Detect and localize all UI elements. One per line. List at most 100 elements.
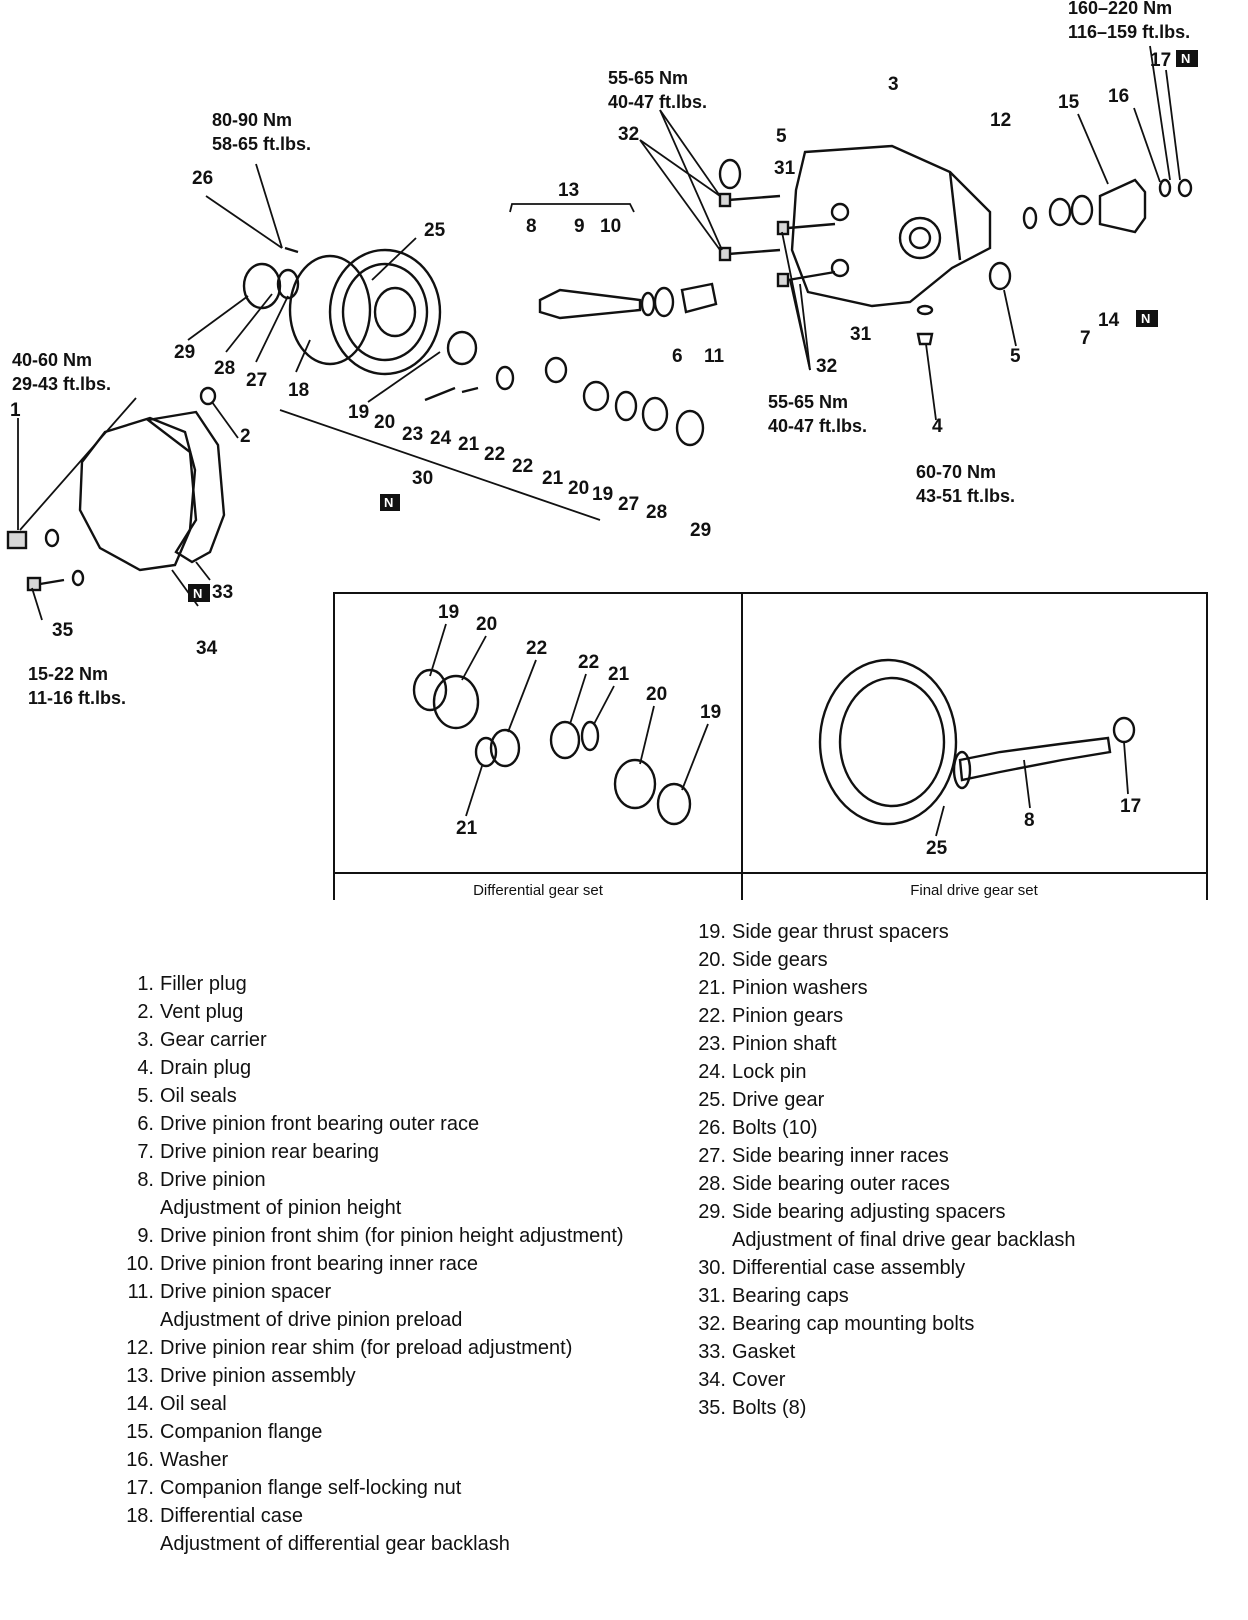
callout-numbers: 1 2 3 4 5 5 6 7 8 9 10 11 12 13 14 15 16… <box>10 50 1171 659</box>
legend-item: 6.Drive pinion front bearing outer race <box>118 1110 588 1138</box>
svg-text:6: 6 <box>672 346 683 367</box>
legend-item: 23.Pinion shaft <box>690 1030 1190 1058</box>
legend-item-text: Adjustment of drive pinion preload <box>160 1309 463 1331</box>
legend-item: Adjustment of drive pinion preload <box>118 1306 588 1334</box>
legend-item-text: Differential case <box>160 1505 304 1527</box>
svg-text:32: 32 <box>618 124 639 145</box>
svg-text:21: 21 <box>542 468 564 489</box>
svg-text:31: 31 <box>850 324 872 345</box>
legend-item-number: 29. <box>698 1201 726 1223</box>
svg-text:30: 30 <box>412 468 433 489</box>
legend-item-text: Drain plug <box>160 1057 252 1079</box>
legend-item: 26.Bolts (10) <box>690 1114 1190 1142</box>
legend-item-text: Lock pin <box>732 1061 807 1083</box>
svg-text:13: 13 <box>558 180 579 201</box>
legend-item-number: 18. <box>126 1505 154 1527</box>
svg-text:16: 16 <box>1108 86 1129 107</box>
drive-pinion <box>538 282 718 320</box>
legend-item-number: 4. <box>137 1057 154 1079</box>
legend-item-text: Pinion shaft <box>732 1033 837 1055</box>
legend-item-text: Differential case assembly <box>732 1257 966 1279</box>
legend-item-number: 7. <box>137 1141 154 1163</box>
svg-text:15-22 Nm: 15-22 Nm <box>28 664 108 684</box>
legend-item-text: Drive pinion <box>160 1169 266 1191</box>
legend-item-text: Gasket <box>732 1341 796 1363</box>
legend-item: 10.Drive pinion front bearing inner race <box>118 1250 588 1278</box>
oil-seal-right <box>988 261 1012 291</box>
legend-item: 7. Drive pinion rear bearing <box>118 1138 588 1166</box>
legend-item-number: 20. <box>698 949 726 971</box>
legend-item: 29.Side bearing adjusting spacers <box>690 1198 1190 1226</box>
legend-item-text: Side gears <box>732 949 828 971</box>
svg-text:19: 19 <box>348 402 369 423</box>
new-part-badge-14: N <box>1136 310 1158 327</box>
svg-text:1: 1 <box>10 400 21 421</box>
svg-text:21: 21 <box>458 434 480 455</box>
legend-item-number: 9. <box>137 1225 154 1247</box>
legend-item-number: 2. <box>137 1001 154 1023</box>
legend-item-number: 19. <box>698 921 726 943</box>
svg-text:11: 11 <box>704 346 725 367</box>
legend-item-number: 33. <box>698 1341 726 1363</box>
svg-text:20: 20 <box>568 478 589 499</box>
legend-item-text: Washer <box>160 1449 229 1471</box>
legend-item-number: 30. <box>698 1257 726 1279</box>
new-part-badge-30: N <box>380 494 400 511</box>
svg-text:19: 19 <box>592 484 613 505</box>
legend-item: Adjustment of pinion height <box>118 1194 588 1222</box>
legend-item-text: Adjustment of differential gear backlash <box>160 1533 510 1555</box>
legend-right: 19.Side gear thrust spacers 20. Side gears… <box>690 918 1190 1422</box>
filler-plug-and-bolts <box>6 528 85 592</box>
svg-text:60-70 Nm: 60-70 Nm <box>916 462 996 482</box>
torque-filler-plug: 40-60 Nm 29-43 ft.lbs. <box>12 350 111 394</box>
torque-drain-plug: 60-70 Nm 43-51 ft.lbs. <box>916 462 1015 506</box>
new-part-badge-17: N <box>1176 50 1198 67</box>
legend-item-number: 5. <box>137 1085 154 1107</box>
legend-item-text: Companion flange self-locking nut <box>160 1477 462 1499</box>
legend-item-text: Drive pinion rear bearing <box>160 1141 380 1163</box>
legend-item: 1.Filler plug <box>118 970 588 998</box>
legend-item-text: Bolts (8) <box>732 1397 807 1419</box>
legend-item: 20. Side gears <box>690 946 1190 974</box>
legend-item: 12.Drive pinion rear shim (for preload a… <box>118 1334 588 1362</box>
svg-text:33: 33 <box>212 582 233 603</box>
svg-text:7: 7 <box>1080 328 1091 349</box>
legend-item: 35.Bolts (8) <box>690 1394 1190 1422</box>
legend-item: 19.Side gear thrust spacers <box>690 918 1190 946</box>
legend-item-number: 16. <box>126 1449 154 1471</box>
legend-item: 15.Companion flange <box>118 1418 588 1446</box>
svg-text:29: 29 <box>174 342 195 363</box>
svg-text:18: 18 <box>288 380 309 401</box>
svg-text:22: 22 <box>526 638 547 659</box>
legend-item-number: 28. <box>698 1173 726 1195</box>
legend-item: 17. Companion flange self-locking nut <box>118 1474 588 1502</box>
svg-text:116–159 ft.lbs.: 116–159 ft.lbs. <box>1068 22 1190 42</box>
torque-cap-bolts-top: 55-65 Nm 40-47 ft.lbs. <box>608 68 707 112</box>
exploded-diagram: 160–220 Nm 116–159 ft.lbs. 55-65 Nm 40-4… <box>6 0 1208 900</box>
svg-text:25: 25 <box>424 220 446 241</box>
svg-text:34: 34 <box>196 638 218 659</box>
legend-item-number: 11. <box>127 1281 154 1303</box>
legend-item-number: 1. <box>137 973 154 995</box>
vent-plug <box>199 386 217 406</box>
legend-item-number: 24. <box>698 1061 726 1083</box>
svg-text:35: 35 <box>52 620 74 641</box>
legend-item-number <box>690 1226 732 1254</box>
svg-text:24: 24 <box>430 428 452 449</box>
torque-companion-nut: 160–220 Nm 116–159 ft.lbs. <box>1068 0 1190 42</box>
svg-text:8: 8 <box>526 216 537 237</box>
svg-text:11-16 ft.lbs.: 11-16 ft.lbs. <box>28 688 126 708</box>
svg-text:40-60 Nm: 40-60 Nm <box>12 350 92 370</box>
svg-text:25: 25 <box>926 838 948 859</box>
legend-item: 32.Bearing cap mounting bolts <box>690 1310 1190 1338</box>
svg-text:19: 19 <box>700 702 721 723</box>
oil-seal-top <box>718 158 742 190</box>
svg-text:40-47 ft.lbs.: 40-47 ft.lbs. <box>768 416 867 436</box>
legend-item-number: 17. <box>126 1477 154 1499</box>
svg-text:10: 10 <box>600 216 621 237</box>
legend-item-text: Drive pinion front bearing outer race <box>160 1113 480 1135</box>
cover-and-gasket <box>78 410 226 572</box>
svg-text:15: 15 <box>1058 92 1080 113</box>
legend-item-text: Drive pinion front shim (for pinion heig… <box>160 1225 624 1247</box>
legend-item: 27.Side bearing inner races <box>690 1142 1190 1170</box>
